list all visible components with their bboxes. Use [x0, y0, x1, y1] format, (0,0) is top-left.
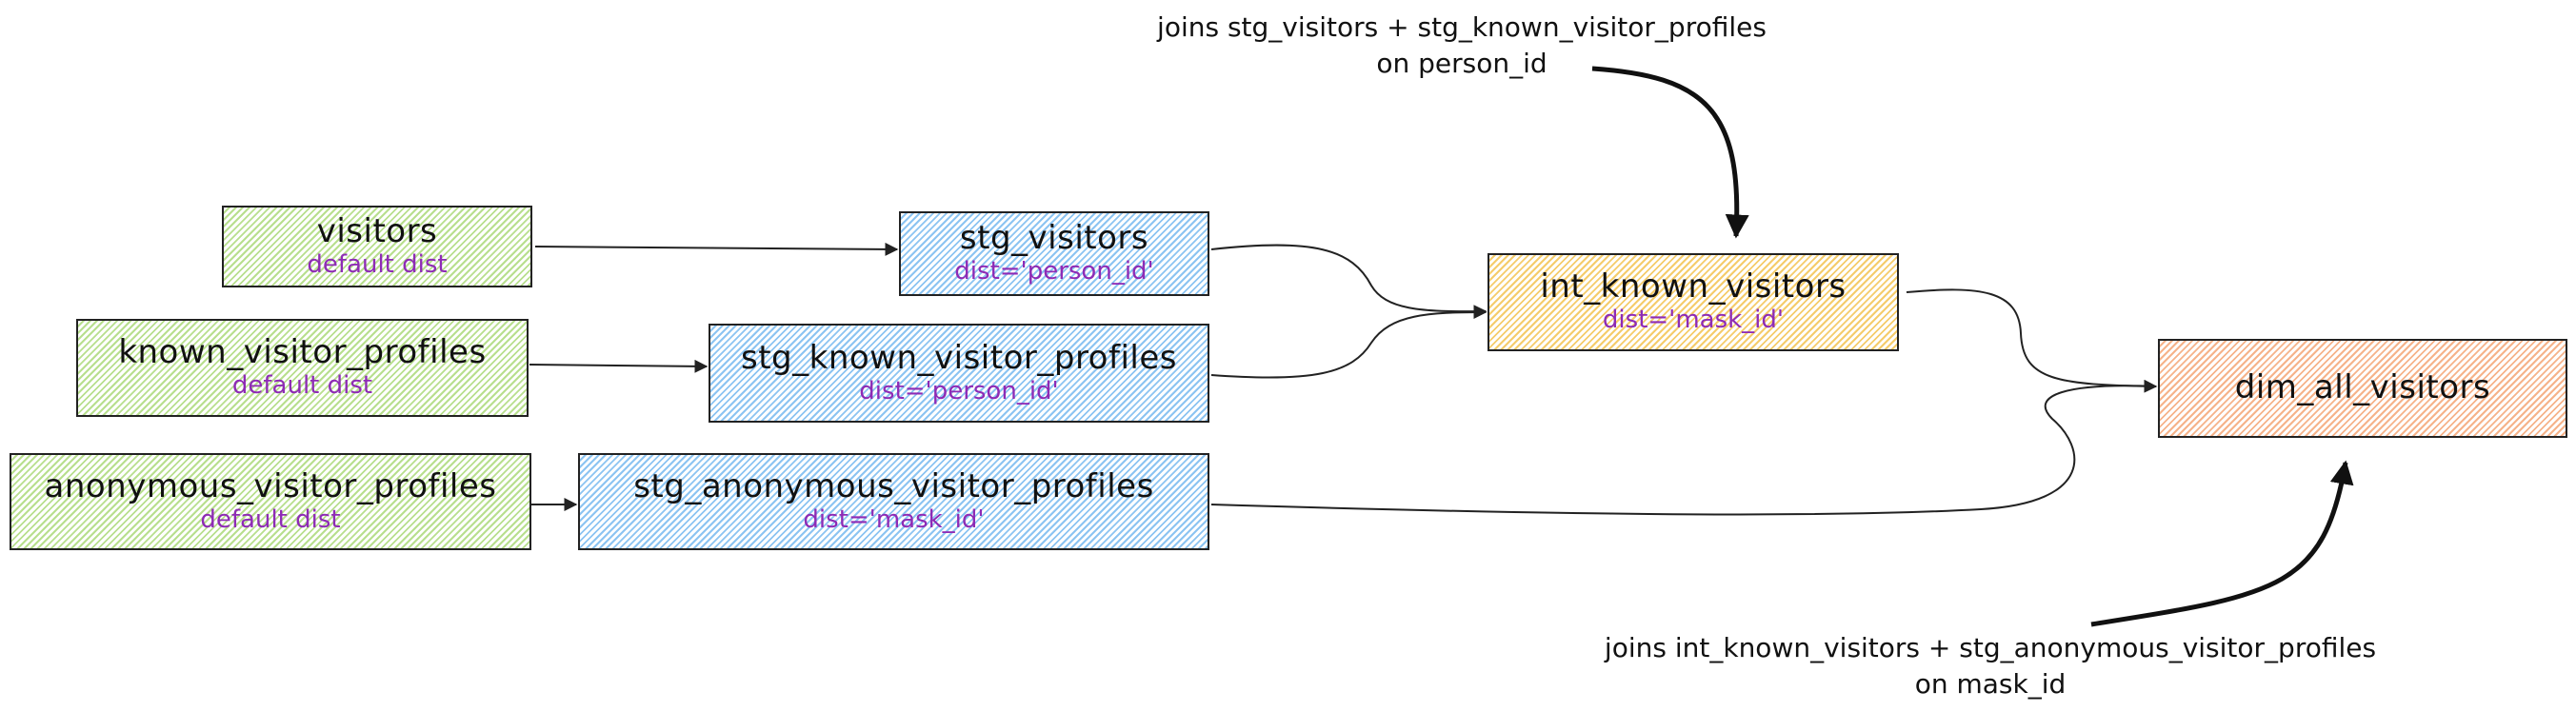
- node-title: stg_anonymous_visitor_profiles: [633, 466, 1154, 505]
- node-title: anonymous_visitor_profiles: [44, 466, 497, 505]
- node-stg-known-visitor-profiles[interactable]: stg_known_visitor_profiles dist='person_…: [709, 324, 1209, 423]
- node-stg-visitors[interactable]: stg_visitors dist='person_id': [899, 211, 1209, 296]
- node-visitors[interactable]: visitors default dist: [222, 206, 532, 287]
- node-title: known_visitor_profiles: [118, 333, 487, 372]
- node-dist: dist='person_id': [954, 257, 1154, 287]
- node-dist: default dist: [200, 504, 341, 534]
- note-top-line1: joins stg_visitors + stg_known_visitor_p…: [1157, 11, 1767, 43]
- node-title: dim_all_visitors: [2234, 368, 2491, 407]
- edge-int-known-visitors-to-dim-all-visitors: [1906, 288, 2158, 393]
- node-stg-anonymous-visitor-profiles[interactable]: stg_anonymous_visitor_profiles dist='mas…: [578, 453, 1209, 550]
- edge-known-profiles-to-stg-known-profiles: [529, 359, 709, 373]
- callout-arrow-bottom: [2090, 460, 2354, 627]
- node-title: visitors: [316, 211, 438, 250]
- edge-stg-known-profiles-to-int-known-visitors: [1210, 306, 1488, 379]
- node-anonymous-visitor-profiles[interactable]: anonymous_visitor_profiles default dist: [10, 453, 531, 550]
- note-bottom: joins int_known_visitors + stg_anonymous…: [1562, 630, 2419, 702]
- node-dist: default dist: [307, 249, 448, 279]
- note-top-line2: on person_id: [1376, 47, 1548, 79]
- node-dist: dist='mask_id': [803, 504, 985, 534]
- node-title: int_known_visitors: [1540, 267, 1847, 307]
- node-dist: default dist: [231, 371, 373, 401]
- note-top: joins stg_visitors + stg_known_visitor_p…: [1071, 10, 1852, 82]
- note-bottom-line1: joins int_known_visitors + stg_anonymous…: [1604, 632, 2377, 663]
- edge-visitors-to-stg-visitors: [534, 242, 899, 256]
- note-bottom-line2: on mask_id: [1914, 667, 2067, 700]
- edge-stg-anonymous-profiles-to-dim-all-visitors: [1210, 385, 2157, 516]
- callout-arrow-top: [1591, 66, 1749, 239]
- edge-stg-visitors-to-int-known-visitors: [1210, 244, 1488, 319]
- node-dist: dist='person_id': [859, 376, 1059, 405]
- node-dim-all-visitors[interactable]: dim_all_visitors: [2158, 339, 2567, 438]
- node-dist: dist='mask_id': [1602, 306, 1785, 335]
- node-known-visitor-profiles[interactable]: known_visitor_profiles default dist: [76, 319, 529, 417]
- node-title: stg_known_visitor_profiles: [741, 338, 1177, 377]
- node-int-known-visitors[interactable]: int_known_visitors dist='mask_id': [1488, 253, 1899, 351]
- node-title: stg_visitors: [959, 219, 1149, 258]
